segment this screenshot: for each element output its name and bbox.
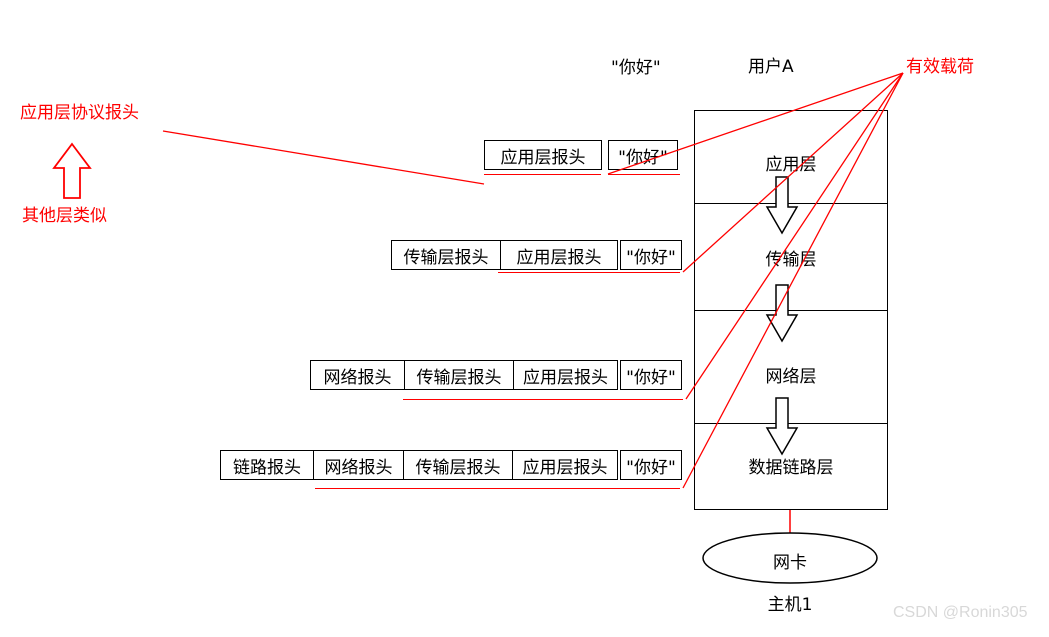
row4-red-underline [315, 488, 680, 490]
row3-red-underline [403, 399, 683, 401]
up-arrow-icon [52, 142, 92, 199]
row3-box-1: 网络报头 [310, 360, 405, 390]
watermark: CSDN @Ronin305 [893, 604, 1028, 621]
top-payload-label: "你好" [611, 58, 661, 78]
row1-box-2: "你好" [608, 140, 678, 170]
nic-label: 网卡 [773, 553, 807, 573]
row1-red-underline-a [484, 174, 601, 176]
row4-box-1: 链路报头 [220, 450, 314, 480]
nic-ellipse [702, 532, 878, 584]
down-arrow-icon-2 [765, 284, 799, 343]
row4-box-4: 应用层报头 [512, 450, 618, 480]
down-arrow-icon-3 [765, 397, 799, 456]
host-label: 主机1 [767, 595, 813, 615]
row4-box-5: "你好" [620, 450, 682, 480]
layer-label-application: 应用层 [765, 155, 817, 175]
row3-box-4: "你好" [620, 360, 682, 390]
row2-red-underline [498, 272, 680, 274]
row4-box-2: 网络报头 [313, 450, 404, 480]
row1-box-1: 应用层报头 [484, 140, 602, 170]
layer-label-network: 网络层 [765, 367, 817, 387]
red-note-top: 应用层协议报头 [20, 103, 139, 123]
layer-label-transport: 传输层 [765, 250, 817, 270]
row2-box-3: "你好" [620, 240, 682, 270]
row4-box-3: 传输层报头 [403, 450, 513, 480]
row1-red-underline-b [608, 174, 680, 176]
row3-box-3: 应用层报头 [513, 360, 618, 390]
row2-box-2: 应用层报头 [500, 240, 618, 270]
user-a-label: 用户A [748, 57, 794, 77]
red-note-bottom: 其他层类似 [22, 206, 107, 226]
row2-box-1: 传输层报头 [391, 240, 501, 270]
down-arrow-icon-1 [765, 176, 799, 235]
row3-box-2: 传输层报头 [404, 360, 514, 390]
payload-annotation-label: 有效载荷 [906, 57, 974, 77]
